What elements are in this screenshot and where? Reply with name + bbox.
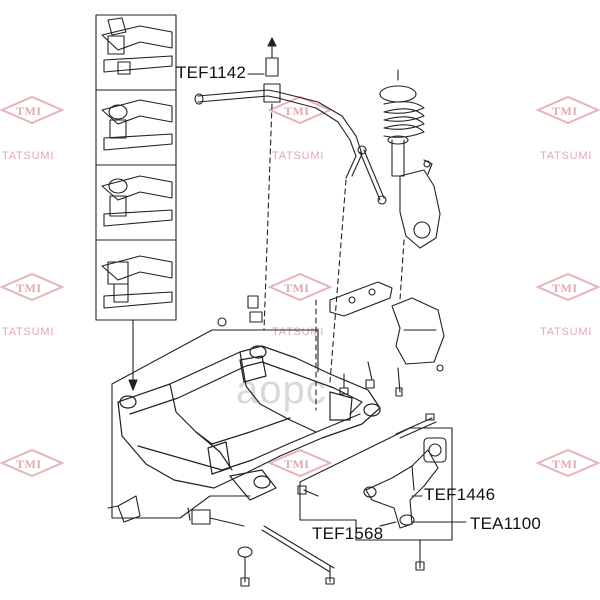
tie-bar bbox=[261, 529, 331, 573]
inset-view-3 bbox=[101, 175, 173, 227]
inset-view-2 bbox=[101, 99, 173, 151]
tatsumi-watermark: TATSUMI bbox=[2, 326, 55, 338]
center-watermark: аорс bbox=[236, 368, 327, 412]
stabilizer-link bbox=[359, 151, 381, 201]
part-label-tef1446: TEF1446 bbox=[424, 485, 496, 504]
steering-knuckle bbox=[399, 159, 441, 249]
tmi-logo-text: TMI bbox=[552, 457, 578, 471]
stabilizer-bushing bbox=[263, 83, 281, 103]
tmi-logo-text: TMI bbox=[552, 281, 578, 295]
tmi-logo-watermark bbox=[536, 95, 600, 125]
bracket-plate bbox=[329, 281, 393, 317]
inset-detail-frame bbox=[95, 14, 177, 321]
part-label-tef1142: TEF1142 bbox=[176, 63, 247, 82]
part-label-tea1100: TEA1100 bbox=[470, 514, 542, 533]
part-label-tef1568: TEF1568 bbox=[312, 524, 384, 543]
inset-view-4 bbox=[101, 255, 173, 309]
tmi-logo-watermark bbox=[268, 448, 332, 478]
lower-arm-group-frame bbox=[299, 427, 453, 541]
tmi-logo-watermark bbox=[0, 272, 64, 302]
rear-bushing bbox=[423, 437, 447, 463]
tmi-logo-text: TMI bbox=[552, 104, 578, 118]
tatsumi-watermark: TATSUMI bbox=[540, 326, 593, 338]
tatsumi-watermark: TATSUMI bbox=[272, 326, 325, 338]
inset-view-1 bbox=[101, 17, 173, 75]
tmi-logo-watermark bbox=[536, 272, 600, 302]
tmi-logo-text: TMI bbox=[16, 281, 42, 295]
stabilizer-bar bbox=[197, 89, 363, 177]
strut-spring-assembly bbox=[379, 69, 425, 177]
tmi-logo-text: TMI bbox=[16, 104, 42, 118]
tmi-logo-watermark bbox=[0, 95, 64, 125]
assembly-guide-lines bbox=[263, 103, 405, 411]
tmi-logo-text: TMI bbox=[284, 104, 310, 118]
arrow-head bbox=[128, 379, 138, 391]
tmi-logo-text: TMI bbox=[284, 281, 310, 295]
mount-bolts bbox=[107, 295, 444, 587]
tmi-logo-watermark bbox=[268, 272, 332, 302]
rear-mount-bracket bbox=[391, 297, 445, 365]
tmi-logo-text: TMI bbox=[16, 457, 42, 471]
tatsumi-watermark: TATSUMI bbox=[2, 150, 55, 162]
front-subframe bbox=[117, 345, 381, 501]
tmi-logo-text: TMI bbox=[284, 457, 310, 471]
tatsumi-watermark: TATSUMI bbox=[540, 150, 593, 162]
lower-control-arm bbox=[363, 449, 439, 529]
tmi-logo-watermark bbox=[0, 448, 64, 478]
tatsumi-watermark: TATSUMI bbox=[272, 150, 325, 162]
label-leader bbox=[379, 521, 397, 527]
subframe-frame-outline bbox=[111, 329, 319, 519]
bolt bbox=[395, 417, 433, 435]
tmi-logo-watermark bbox=[536, 448, 600, 478]
